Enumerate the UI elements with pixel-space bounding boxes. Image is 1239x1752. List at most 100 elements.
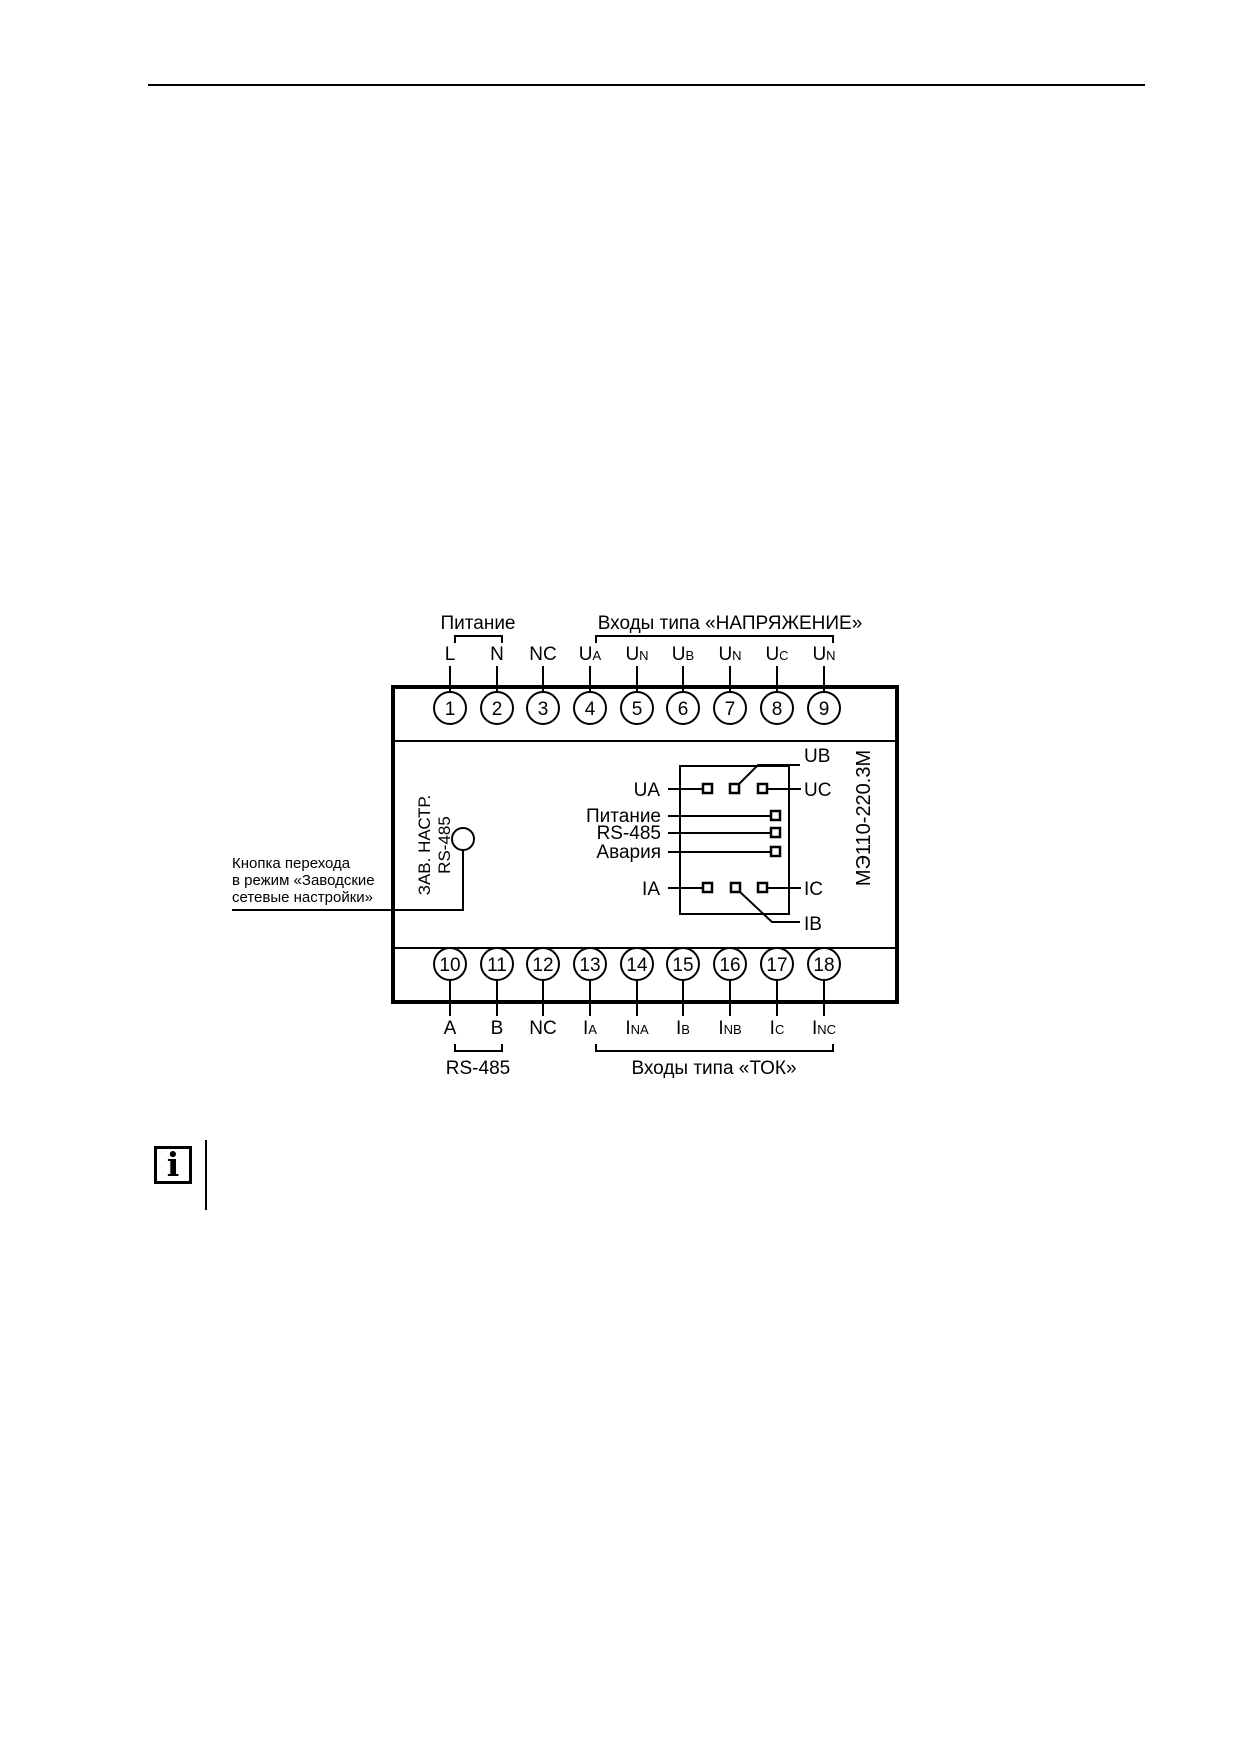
top-terminal-label-3-main: NC bbox=[529, 644, 556, 665]
led-label-alarm: Авария bbox=[596, 842, 661, 863]
terminal-number-14: 14 bbox=[626, 955, 648, 976]
terminal-number-18: 18 bbox=[813, 955, 834, 976]
top-terminal-label-9: UN bbox=[812, 644, 835, 665]
top-terminal-label-9-main: U bbox=[812, 644, 826, 665]
button-panel-label-line1: ЗАВ. НАСТР. bbox=[415, 795, 434, 896]
terminal-3 bbox=[526, 691, 560, 725]
terminal-number-8: 8 bbox=[772, 699, 783, 720]
bottom-terminal-label-13-main: I bbox=[583, 1018, 588, 1039]
led-ub bbox=[728, 782, 741, 795]
top-terminal-label-6: UB bbox=[672, 644, 694, 665]
bracket-rs485 bbox=[454, 1044, 503, 1052]
bottom-terminal-label-16-sub: NB bbox=[724, 1022, 742, 1037]
top-terminal-label-2: N bbox=[490, 644, 504, 665]
terminal-number-4: 4 bbox=[585, 699, 596, 720]
bottom-terminal-label-14: INA bbox=[625, 1018, 649, 1039]
led-rs485 bbox=[769, 826, 782, 839]
top-terminal-label-3: NC bbox=[529, 644, 556, 665]
terminal-15 bbox=[666, 947, 700, 981]
bottom-terminal-label-10-main: A bbox=[444, 1018, 457, 1039]
led-ic bbox=[756, 881, 769, 894]
bottom-terminal-label-15-sub: B bbox=[681, 1022, 690, 1037]
info-note-rule bbox=[205, 1140, 207, 1210]
top-terminal-label-4-main: U bbox=[579, 644, 593, 665]
led-leader-ub bbox=[738, 764, 800, 785]
terminal-7 bbox=[713, 691, 747, 725]
callout-line2: в режим «Заводские bbox=[232, 872, 375, 889]
top-terminal-label-7: UN bbox=[718, 644, 741, 665]
terminal-number-1: 1 bbox=[445, 699, 456, 720]
terminal-8 bbox=[760, 691, 794, 725]
terminal-9 bbox=[807, 691, 841, 725]
led-label-ua: UA bbox=[634, 780, 661, 801]
terminal-number-7: 7 bbox=[725, 699, 736, 720]
group-label-power: Питание bbox=[441, 613, 516, 634]
terminal-11 bbox=[480, 947, 514, 981]
terminal-number-5: 5 bbox=[632, 699, 643, 720]
top-terminal-label-5: UN bbox=[625, 644, 648, 665]
bottom-terminal-label-17-sub: C bbox=[775, 1022, 784, 1037]
terminal-number-13: 13 bbox=[579, 955, 600, 976]
terminal-5 bbox=[620, 691, 654, 725]
factory-reset-button[interactable] bbox=[451, 827, 475, 851]
led-leader-ib bbox=[739, 891, 800, 923]
led-power bbox=[769, 809, 782, 822]
top-terminal-label-7-main: U bbox=[718, 644, 732, 665]
bracket-voltage bbox=[595, 635, 834, 643]
button-panel-label: ЗАВ. НАСТР. RS-485 bbox=[415, 795, 454, 896]
led-alarm bbox=[769, 845, 782, 858]
terminal-number-9: 9 bbox=[819, 699, 830, 720]
terminal-number-3: 3 bbox=[538, 699, 549, 720]
group-label-rs485: RS-485 bbox=[446, 1058, 510, 1079]
led-label-ub: UB bbox=[804, 746, 830, 767]
terminal-number-2: 2 bbox=[492, 699, 503, 720]
terminal-1 bbox=[433, 691, 467, 725]
terminal-17 bbox=[760, 947, 794, 981]
button-panel-label-line2: RS-485 bbox=[435, 816, 454, 874]
top-terminal-label-5-sub: N bbox=[639, 648, 648, 663]
top-terminal-label-7-sub: N bbox=[732, 648, 741, 663]
led-ua bbox=[701, 782, 714, 795]
bottom-terminal-label-13-sub: A bbox=[588, 1022, 597, 1037]
terminal-14 bbox=[620, 947, 654, 981]
top-terminal-label-1-main: L bbox=[445, 644, 456, 665]
device-body bbox=[391, 685, 899, 1004]
terminal-2 bbox=[480, 691, 514, 725]
terminal-number-11: 11 bbox=[487, 955, 507, 976]
top-terminal-label-2-main: N bbox=[490, 644, 504, 665]
led-label-uc: UC bbox=[804, 780, 831, 801]
terminal-6 bbox=[666, 691, 700, 725]
terminal-4 bbox=[573, 691, 607, 725]
device-model-label: МЭ110-220.3М bbox=[853, 750, 875, 886]
top-terminal-label-1: L bbox=[445, 644, 456, 665]
terminal-number-16: 16 bbox=[719, 955, 740, 976]
header-rule bbox=[148, 84, 1145, 86]
led-uc bbox=[756, 782, 769, 795]
terminal-number-12: 12 bbox=[532, 955, 553, 976]
bottom-terminal-label-12-main: NC bbox=[529, 1018, 556, 1039]
terminal-12 bbox=[526, 947, 560, 981]
bottom-terminal-label-11-main: B bbox=[491, 1018, 504, 1039]
callout-leader bbox=[232, 850, 464, 911]
led-label-ia: IA bbox=[642, 879, 660, 900]
top-terminal-label-8-main: U bbox=[765, 644, 779, 665]
bottom-terminal-label-18-sub: NC bbox=[817, 1022, 836, 1037]
bottom-terminal-label-15-main: I bbox=[676, 1018, 681, 1039]
group-label-voltage: Входы типа «НАПРЯЖЕНИЕ» bbox=[598, 613, 863, 634]
top-terminal-label-6-sub: B bbox=[686, 648, 695, 663]
bottom-terminal-label-11: B bbox=[491, 1018, 504, 1039]
bottom-terminal-label-18-main: I bbox=[812, 1018, 817, 1039]
top-terminal-label-8-sub: C bbox=[779, 648, 788, 663]
terminal-10 bbox=[433, 947, 467, 981]
led-ib bbox=[729, 881, 742, 894]
bottom-terminal-label-14-sub: NA bbox=[631, 1022, 649, 1037]
indicator-panel bbox=[679, 765, 790, 915]
led-label-rs485: RS-485 bbox=[597, 823, 661, 844]
bottom-terminal-label-16: INB bbox=[718, 1018, 741, 1039]
terminal-number-10: 10 bbox=[439, 955, 460, 976]
info-icon-symbol: i bbox=[166, 1145, 180, 1184]
callout-line1: Кнопка перехода bbox=[232, 855, 351, 872]
group-label-current: Входы типа «ТОК» bbox=[631, 1058, 796, 1079]
